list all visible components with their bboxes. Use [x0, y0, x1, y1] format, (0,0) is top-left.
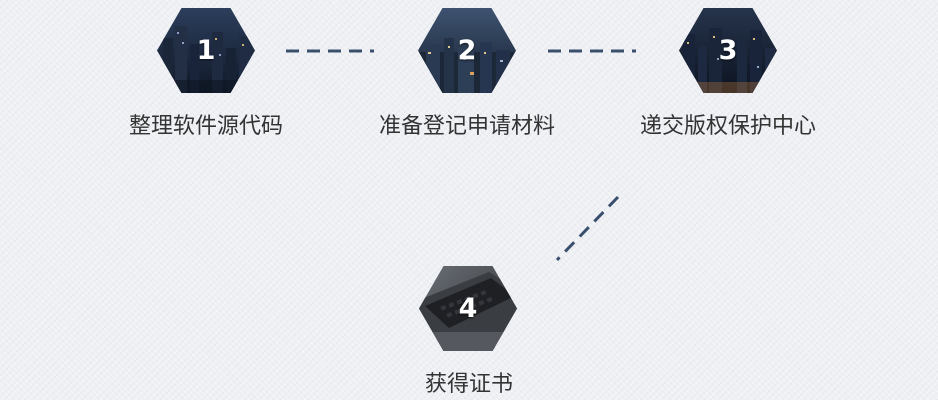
- city-night-photo-icon: [157, 8, 255, 93]
- step-1-hexagon: 1: [157, 8, 255, 93]
- step-2-label: 准备登记申请材料: [378, 114, 555, 139]
- step-1-label: 整理软件源代码: [128, 114, 283, 139]
- step-4-label: 获得证书: [424, 372, 513, 397]
- step-2-number: 2: [457, 35, 477, 66]
- city-night-photo-icon: [679, 8, 777, 93]
- step-4-hexagon: 4: [419, 266, 517, 351]
- connector-3-4: [555, 195, 620, 262]
- keyboard-photo-icon: [419, 266, 517, 351]
- step-3-label: 递交版权保护中心: [639, 114, 816, 139]
- step-4-number: 4: [458, 293, 478, 324]
- step-1-number: 1: [196, 35, 216, 66]
- step-3-number: 3: [718, 35, 738, 66]
- step-2-hexagon: 2: [418, 8, 516, 93]
- step-3-hexagon: 3: [679, 8, 777, 93]
- city-night-photo-icon: [418, 8, 516, 93]
